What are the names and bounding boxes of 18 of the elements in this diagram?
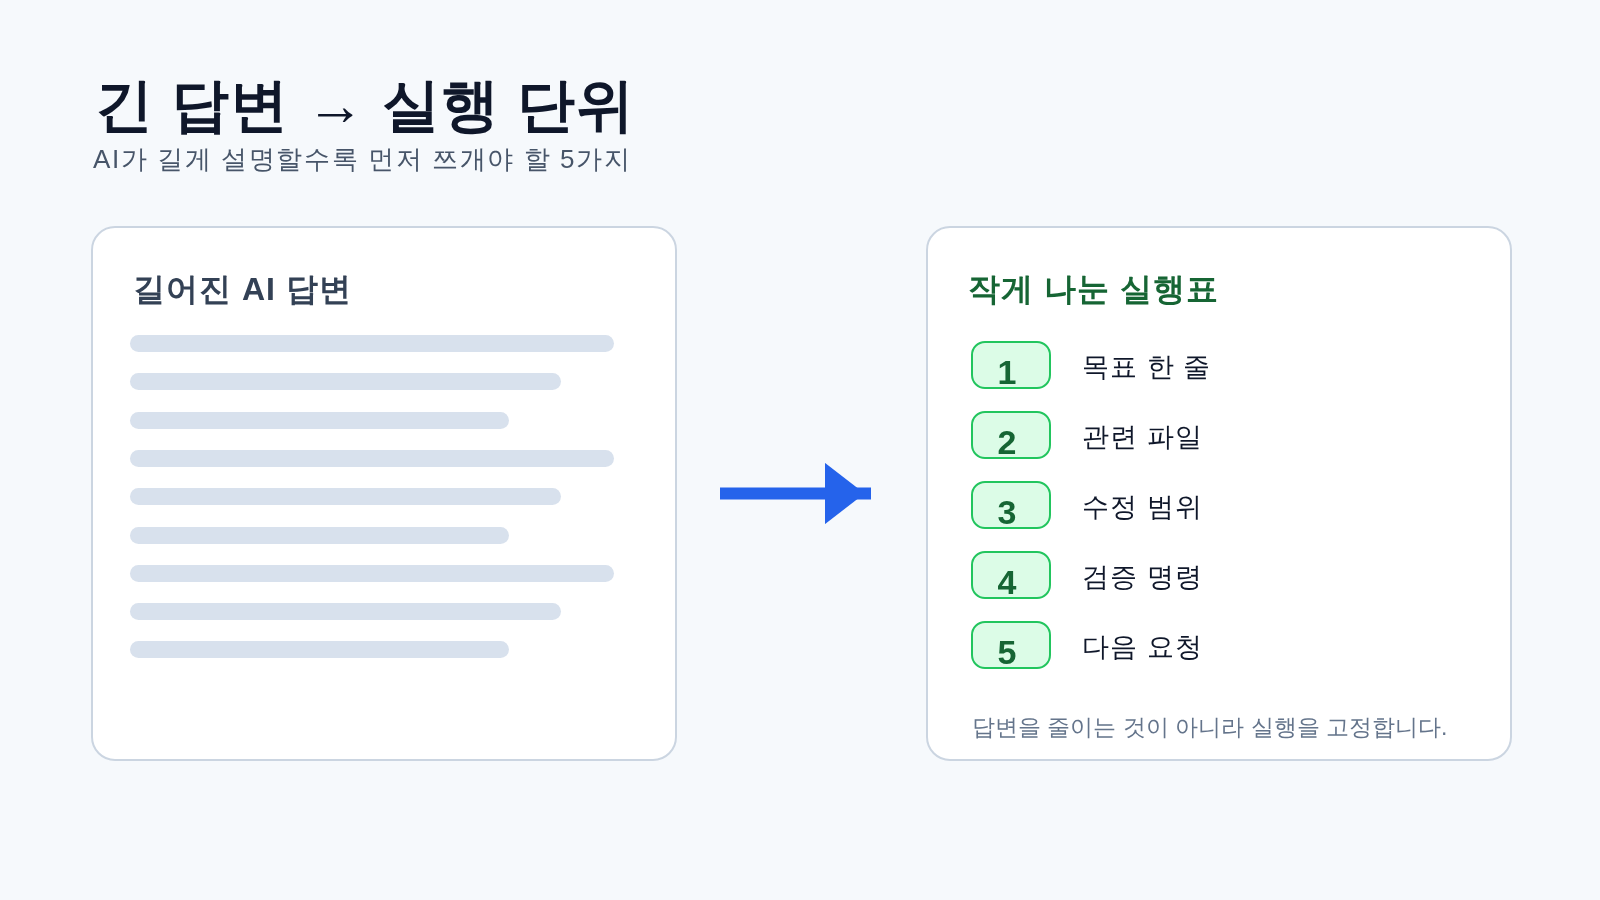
- item-label: 관련 파일: [1082, 421, 1203, 454]
- card-heading: 작게 나눈 실행표: [968, 270, 1219, 309]
- number-badge: 3: [971, 481, 1051, 529]
- number-badge: 5: [971, 621, 1051, 669]
- card-heading: 길어진 AI 답변: [133, 270, 352, 309]
- item-label: 수정 범위: [1082, 491, 1203, 524]
- arrow: [720, 462, 871, 525]
- item-label: 검증 명령: [1082, 561, 1203, 594]
- item-label: 목표 한 줄: [1082, 351, 1211, 384]
- number-badge: 2: [971, 411, 1051, 459]
- number-badge: 4: [971, 551, 1051, 599]
- card-panel: [91, 226, 677, 761]
- subtitle: AI가 길게 설명할수록 먼저 쯔개야 할 5가지: [93, 143, 632, 176]
- card-panel: [926, 226, 1512, 761]
- item-label: 다음 요청: [1082, 631, 1203, 664]
- title: 긴 답변 → 실행 단위: [95, 71, 636, 139]
- footnote-text: 답변을 줄이는 것이 아니라 실행을 고정합니다.: [972, 713, 1448, 742]
- number-badge: 1: [971, 341, 1051, 389]
